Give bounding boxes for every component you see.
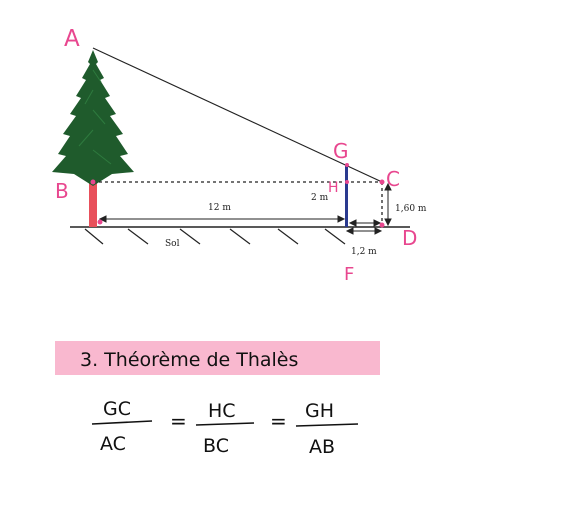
fraction3-bar xyxy=(295,423,359,427)
tree-foliage xyxy=(52,50,134,186)
point-label-a: A xyxy=(64,26,80,52)
fraction3-numerator: GH xyxy=(305,400,334,422)
dimension-12m-short xyxy=(345,219,383,235)
dimension-160m-label: 1,60 m xyxy=(395,204,427,214)
fraction2-bar xyxy=(195,422,255,426)
dimension-2m-label: 2 m xyxy=(311,193,329,203)
ground-label: Sol xyxy=(165,239,180,249)
dimension-12m-label: 12 m xyxy=(208,203,231,213)
dimension-160m xyxy=(384,182,392,227)
tree xyxy=(52,50,134,227)
fraction2-denominator: BC xyxy=(203,435,229,457)
point-markers xyxy=(90,163,385,228)
tree-trunk xyxy=(89,176,97,227)
fraction1-bar xyxy=(91,420,153,425)
fraction1-numerator: GC xyxy=(103,398,131,420)
thales-equation: GC AC = HC BC = GH AB xyxy=(91,398,359,458)
dimension-12m xyxy=(98,215,346,223)
heading-highlight xyxy=(55,341,380,375)
ground-hatching xyxy=(84,228,346,245)
point-label-f: F xyxy=(344,264,354,285)
point-label-d: D xyxy=(402,226,417,250)
point-label-c: C xyxy=(386,167,400,191)
point-label-g: G xyxy=(333,139,349,163)
point-label-h: H xyxy=(328,180,339,196)
equals-sign-2: = xyxy=(270,409,287,433)
point-label-b: B xyxy=(55,179,69,203)
dimension-fd-label: 1,2 m xyxy=(351,247,377,257)
sight-line-ac xyxy=(92,47,383,183)
rod-gf xyxy=(345,165,348,227)
notes-heading: 3. Théorème de Thalès xyxy=(80,349,298,371)
fraction3-denominator: AB xyxy=(309,436,335,458)
fraction1-denominator: AC xyxy=(100,433,126,455)
equals-sign-1: = xyxy=(170,409,187,433)
fraction2-numerator: HC xyxy=(208,400,236,422)
